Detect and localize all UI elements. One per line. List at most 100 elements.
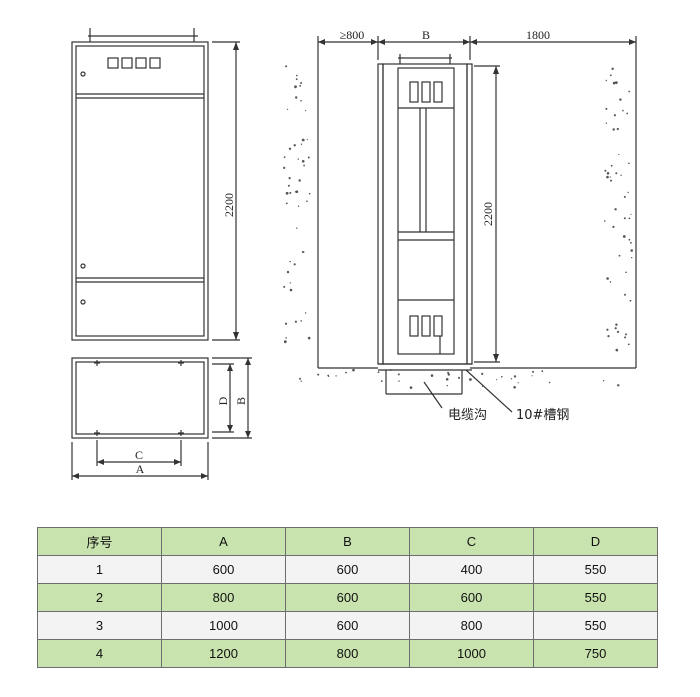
- cabinet-b-label: B: [422, 28, 430, 42]
- speckle-dot: [605, 79, 607, 82]
- speckle-dot: [377, 371, 380, 374]
- speckle-dot: [283, 340, 287, 344]
- cable-trench-label: 电缆沟: [448, 407, 487, 423]
- table-cell: 800: [409, 611, 534, 640]
- header-cell: C: [409, 527, 534, 556]
- speckle-dot: [481, 385, 483, 387]
- speckle-dot: [298, 179, 301, 182]
- speckle-dot: [297, 158, 299, 160]
- speckle-dot: [626, 112, 629, 115]
- speckle-dot: [288, 177, 291, 180]
- speckle-dot: [630, 241, 632, 244]
- speckle-dot: [389, 369, 392, 371]
- speckle-dot: [294, 85, 297, 89]
- speckle-dot: [625, 333, 627, 336]
- table-row: 3 1000 600 800 550: [37, 611, 658, 640]
- table-cell: 2: [37, 583, 162, 612]
- table-cell: 550: [533, 583, 658, 612]
- table-cell: 400: [409, 555, 534, 584]
- speckle-dot: [285, 191, 289, 195]
- speckle-dot: [612, 128, 615, 131]
- speckle-dot: [303, 164, 305, 167]
- speckle-dot: [510, 378, 513, 380]
- speckle-dot: [305, 110, 307, 112]
- speckle-dot: [612, 81, 616, 85]
- speckle-dot: [301, 160, 305, 163]
- speckle-dot: [627, 343, 630, 346]
- speckle-dot: [541, 370, 544, 373]
- dimension-table: 序号 A B C D 1 600 600 400 550 2 800 600 6…: [37, 527, 658, 668]
- speckle-dot: [430, 374, 434, 377]
- speckle-dot: [327, 375, 330, 377]
- speckle-dot: [615, 172, 618, 175]
- table-cell: 550: [533, 611, 658, 640]
- width-a-label: A: [136, 462, 145, 476]
- speckle-dot: [615, 348, 619, 352]
- speckle-dot: [614, 327, 617, 330]
- depth-b-label: B: [234, 397, 248, 405]
- speckle-dot: [296, 227, 298, 229]
- speckle-dot: [610, 179, 612, 182]
- speckle-dot: [469, 378, 472, 381]
- speckle-dot: [300, 100, 302, 102]
- speckle-dot: [284, 322, 288, 325]
- speckle-dot: [283, 285, 286, 288]
- speckle-dot: [628, 90, 631, 93]
- speckle-dot: [501, 375, 503, 378]
- speckle-dot: [300, 320, 303, 322]
- speckle-dot: [283, 156, 286, 159]
- speckle-dot: [628, 162, 630, 165]
- speckle-dot: [623, 217, 626, 220]
- speckle-dot: [602, 380, 605, 382]
- clearance-left-label: ≥800: [340, 28, 365, 42]
- speckle-dot: [614, 81, 618, 84]
- table-cell: 550: [533, 555, 658, 584]
- speckle-dot: [496, 379, 498, 381]
- table-row: 4 1200 800 1000 750: [37, 639, 658, 668]
- speckle-dot: [397, 373, 400, 376]
- speckle-dot: [409, 386, 413, 389]
- speckle-dot: [317, 373, 320, 376]
- table-header-row: 序号 A B C D: [37, 527, 658, 556]
- table-cell: 4: [37, 639, 162, 668]
- speckle-dot: [287, 108, 289, 110]
- speckle-dot: [352, 368, 355, 372]
- table-cell: 1200: [161, 639, 286, 668]
- speckle-dot: [620, 174, 622, 176]
- speckle-dot: [301, 251, 304, 253]
- width-c-label: C: [135, 448, 143, 462]
- speckle-dot: [285, 65, 288, 68]
- speckle-dot: [287, 184, 290, 187]
- speckle-dot: [614, 208, 617, 211]
- speckle-dot: [618, 254, 621, 257]
- speckle-dot: [289, 192, 292, 194]
- speckle-dot: [605, 107, 608, 110]
- speckle-dot: [285, 202, 288, 205]
- speckle-dot: [612, 67, 614, 69]
- speckle-dot: [288, 147, 292, 150]
- header-cell: A: [161, 527, 286, 556]
- speckle-dot: [609, 74, 612, 77]
- speckle-dot: [293, 263, 296, 266]
- speckle-dot: [289, 260, 291, 263]
- speckle-dot: [294, 191, 297, 193]
- speckle-dot: [606, 277, 609, 280]
- dimension-arrows: [72, 39, 636, 479]
- clearance-right-label: 1800: [526, 28, 550, 42]
- speckle-dot: [604, 169, 607, 172]
- speckle-dot: [295, 78, 298, 81]
- speckle-dot: [300, 82, 303, 84]
- speckle-dot: [304, 312, 307, 314]
- speckle-dot: [446, 384, 448, 387]
- speckle-dot: [605, 122, 608, 124]
- speckle-dot: [627, 191, 629, 194]
- table-cell: 600: [285, 611, 410, 640]
- speckle-dot: [616, 330, 620, 333]
- side-height-label: 2200: [481, 202, 495, 226]
- concrete-hatching: [283, 65, 633, 389]
- speckle-dot: [297, 205, 300, 207]
- speckle-dot: [481, 372, 484, 375]
- speckle-dot: [445, 378, 449, 381]
- speckle-dot: [299, 377, 301, 380]
- speckle-dot: [299, 85, 302, 87]
